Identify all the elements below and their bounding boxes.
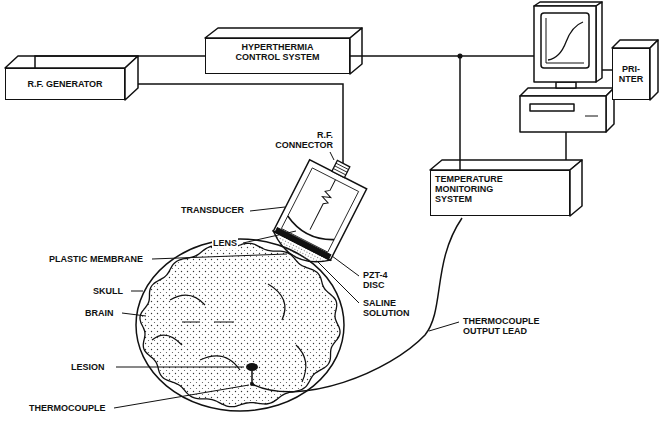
lesion: [246, 363, 258, 371]
box-side-face: [650, 40, 658, 100]
part-label: THERMOCOUPLE: [28, 403, 107, 413]
box-top-face: [5, 56, 138, 68]
part-label: PLASTIC MEMBRANE: [48, 254, 144, 264]
transducer-housing: [273, 160, 366, 260]
transducer: [267, 149, 372, 272]
connector-thread: [333, 163, 348, 175]
brain-fold: [152, 335, 182, 345]
lens: [285, 216, 335, 246]
part-label: SKULL: [92, 286, 124, 296]
leader-line: [114, 385, 249, 408]
brain-fold: [296, 345, 306, 382]
part-label: LESION: [70, 362, 106, 372]
graph-axes: [546, 18, 584, 63]
leader-line: [243, 231, 296, 243]
box-top-face: [205, 28, 362, 38]
box-label: PRI- NTER: [617, 64, 645, 84]
signal-wire: [35, 56, 205, 68]
brain-fold: [200, 356, 240, 370]
leader-line: [250, 207, 285, 211]
box-label: R.F. GENERATOR: [27, 79, 102, 89]
computer-base: [520, 96, 606, 132]
disk-slot: [585, 116, 598, 117]
leader-line: [122, 313, 146, 316]
leader-line: [131, 291, 143, 292]
part-label: LENS: [212, 238, 238, 248]
computer-top-face: [520, 88, 614, 96]
monitor: [534, 6, 596, 82]
leader-line: [152, 254, 287, 259]
internal-wire: [306, 178, 339, 232]
monitor-side-face: [596, 2, 602, 82]
data-wire: [565, 132, 567, 163]
brain-outline: [140, 243, 340, 406]
brain-fold: [268, 284, 285, 320]
skull-outline: [136, 239, 344, 411]
box-side-face: [350, 28, 362, 74]
leader-line: [116, 367, 244, 368]
brain-fissure: [182, 321, 234, 322]
equipment-box: PRI- NTER: [612, 48, 650, 100]
leader-line: [332, 256, 359, 276]
leader-line: [429, 322, 459, 331]
equipment-box: TEMPERATURE MONITORING SYSTEM: [430, 170, 570, 216]
leader-line: [330, 152, 334, 160]
part-label: THERMOCOUPLE OUTPUT LEAD: [462, 316, 556, 336]
thermocouple-lead: [252, 218, 462, 392]
leader-line: [318, 262, 359, 303]
signal-wire: [350, 56, 460, 170]
monitor-screen: [541, 13, 589, 68]
equipment-box: HYPERTHERMIA CONTROL SYSTEM: [205, 38, 350, 74]
thermocouple-tip: [250, 382, 254, 386]
part-label: BRAIN: [84, 308, 115, 318]
box-side-face: [570, 160, 582, 216]
brain-fold: [170, 295, 205, 305]
box-label: HYPERTHERMIA CONTROL SYSTEM: [228, 42, 328, 62]
disk-drive: [530, 104, 574, 111]
part-label: R.F. CONNECTOR: [266, 130, 334, 150]
printer-cable: [602, 69, 612, 71]
graph-curve: [548, 22, 583, 60]
data-wire: [460, 55, 534, 57]
monitor-neck: [556, 82, 576, 88]
box-label: TEMPERATURE MONITORING SYSTEM: [435, 174, 515, 204]
equipment-box: R.F. GENERATOR: [5, 68, 125, 100]
box-side-face: [125, 56, 138, 100]
box-top-face: [430, 160, 582, 170]
rf-cable: [138, 84, 343, 164]
part-label: PZT-4 DISC: [362, 270, 404, 290]
part-label: SALINE SOLUTION: [362, 298, 420, 318]
rf-connector: [332, 160, 350, 177]
part-label: TRANSDUCER: [180, 205, 245, 215]
